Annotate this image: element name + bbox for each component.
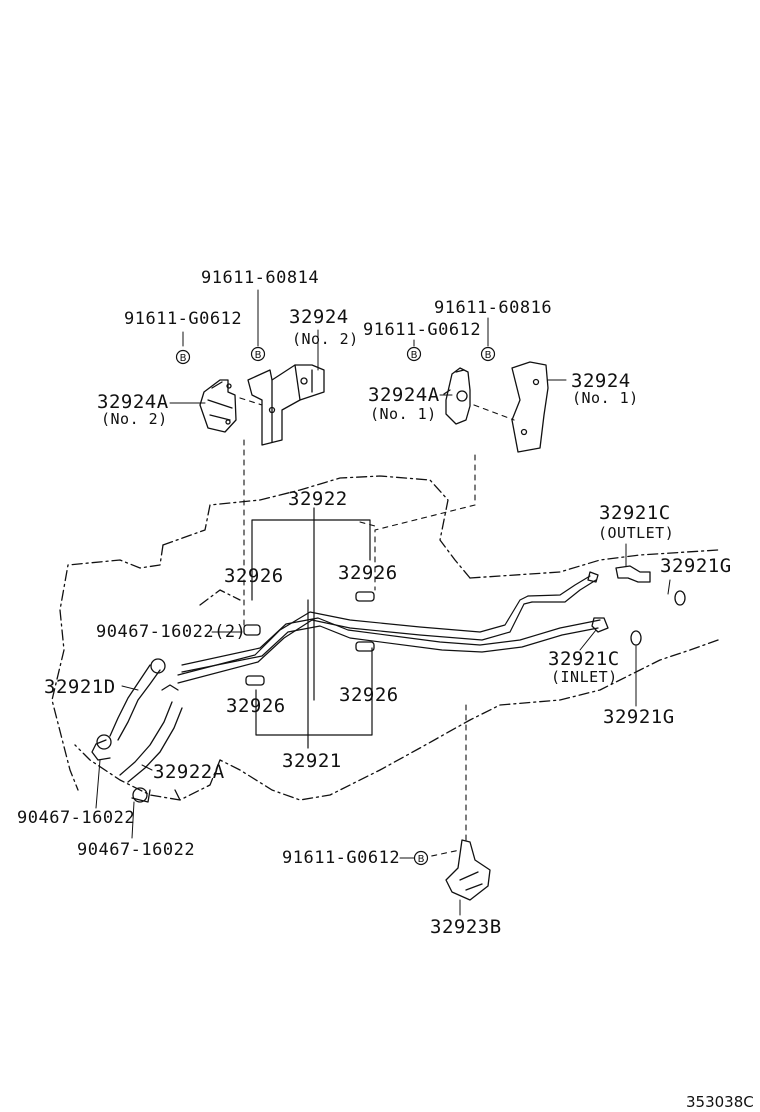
transmission-outline bbox=[51, 475, 719, 801]
part-label-32926: 32926 bbox=[339, 684, 399, 706]
cooler-pipes bbox=[177, 575, 601, 684]
svg-text:B: B bbox=[180, 353, 187, 364]
svg-text:B: B bbox=[418, 854, 425, 865]
part-label-32926: 32926 bbox=[338, 562, 398, 584]
bolt-marker-icon: B bbox=[406, 346, 422, 362]
leader-lines bbox=[95, 289, 671, 916]
bracket-32923b bbox=[445, 839, 491, 901]
diagram-code: 353038C bbox=[686, 1093, 754, 1111]
part-sublabel: (No. 2) bbox=[101, 410, 168, 428]
part-label-90467-16022: 90467-16022 bbox=[17, 808, 136, 828]
part-label-32922: 32922 bbox=[288, 488, 348, 510]
part-label-32921g: 32921G bbox=[660, 555, 732, 577]
part-label-90467-16022: 90467-16022(2) bbox=[96, 622, 247, 642]
part-label-32924: 32924 bbox=[571, 370, 631, 392]
bolt-marker-icon: B bbox=[480, 346, 496, 362]
hoses bbox=[91, 658, 183, 803]
bracket-no1 bbox=[511, 361, 549, 453]
part-sublabel: (INLET) bbox=[551, 668, 618, 686]
part-label-32921c: 32921C bbox=[599, 502, 671, 524]
part-label-90467-16022: 90467-16022 bbox=[77, 840, 196, 860]
bracket-no2-a bbox=[199, 379, 237, 433]
group-brackets bbox=[251, 507, 373, 749]
part-label-32921d: 32921D bbox=[44, 676, 116, 698]
part-label-32926: 32926 bbox=[224, 565, 284, 587]
part-label-32924a: 32924A bbox=[97, 391, 169, 413]
part-label-91611-g0612: 91611-G0612 bbox=[124, 309, 243, 329]
part-label-32921c: 32921C bbox=[548, 648, 620, 670]
bolt-marker-icon: B bbox=[413, 850, 429, 866]
part-label-32922a: 32922A bbox=[153, 761, 225, 783]
part-label-32926: 32926 bbox=[226, 695, 286, 717]
part-sublabel: (No. 2) bbox=[292, 330, 359, 348]
alignment-lines bbox=[239, 397, 515, 859]
bolt-marker-icon: B bbox=[250, 346, 266, 362]
part-sublabel: (OUTLET) bbox=[598, 524, 675, 542]
bolt-marker-icon: B bbox=[175, 349, 191, 365]
bracket-no2 bbox=[247, 364, 325, 446]
svg-text:B: B bbox=[411, 350, 418, 361]
part-label-91611-60814: 91611-60814 bbox=[201, 268, 320, 288]
part-label-32921g: 32921G bbox=[603, 706, 675, 728]
part-label-91611-60816: 91611-60816 bbox=[434, 298, 553, 318]
part-label-32921: 32921 bbox=[282, 750, 342, 772]
part-label-91611-g0612: 91611-G0612 bbox=[363, 320, 482, 340]
bracket-no1-a bbox=[443, 367, 471, 425]
svg-text:B: B bbox=[485, 350, 492, 361]
part-sublabel: (No. 1) bbox=[572, 389, 639, 407]
svg-text:B: B bbox=[255, 350, 262, 361]
part-sublabel: (No. 1) bbox=[370, 405, 437, 423]
part-label-91611-g0612: 91611-G0612 bbox=[282, 848, 401, 868]
fittings bbox=[243, 565, 686, 686]
part-label-32924: 32924 bbox=[289, 306, 349, 328]
part-label-32923b: 32923B bbox=[430, 916, 502, 938]
bolt-markers: B B B B B bbox=[175, 346, 496, 866]
part-label-32924a: 32924A bbox=[368, 384, 440, 406]
